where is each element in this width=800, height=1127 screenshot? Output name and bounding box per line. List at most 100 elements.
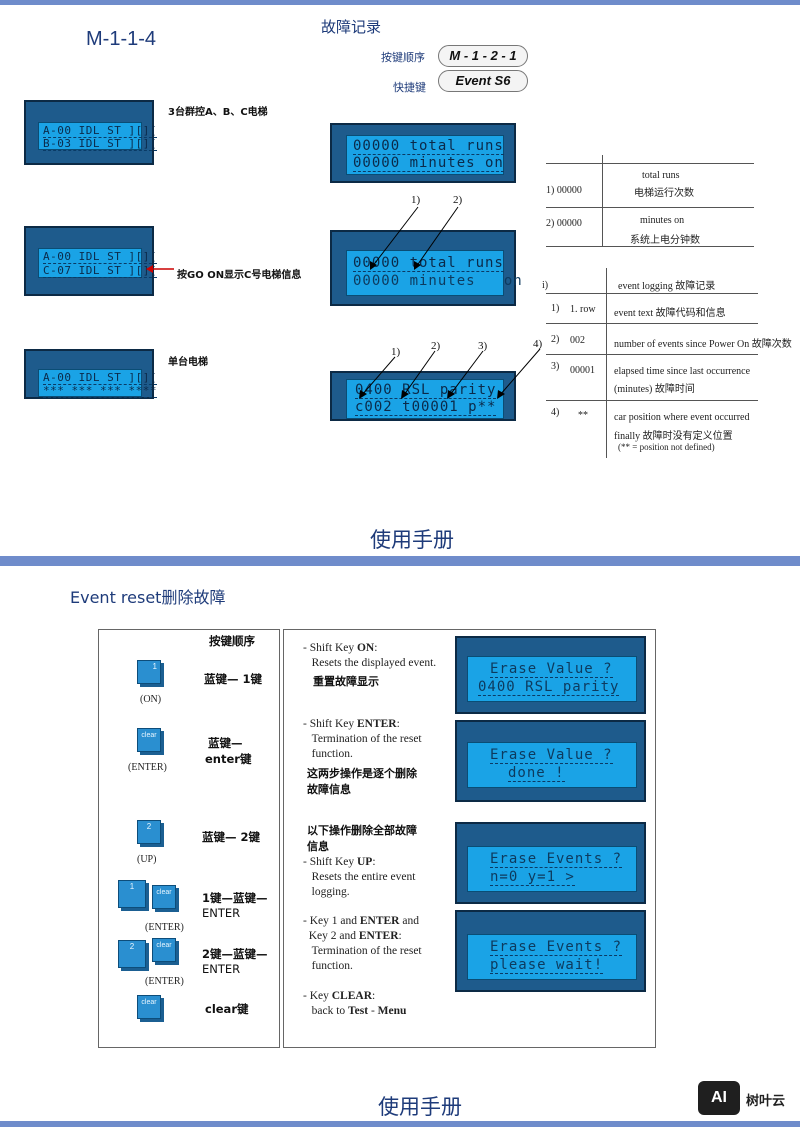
t1-row1-cn: 电梯运行次数	[634, 188, 694, 199]
lcd-line-2: *** *** *** ****	[43, 384, 157, 398]
desc-2-cn2: 故障信息	[307, 783, 351, 796]
lcd-line-2: B-03 IDL ST ][][	[43, 137, 157, 151]
lcd-line-1: A-00 IDL ST ][][	[43, 371, 157, 385]
lcd-erase-value: Erase Value ? 0400 RSL parity	[455, 636, 646, 714]
top-border	[0, 0, 800, 5]
t2-r3-d2: (minutes) 故障时间	[614, 384, 695, 395]
clear-key[interactable]: clear	[152, 938, 176, 962]
t2-r4-n: 4)	[551, 407, 560, 418]
single-label: 单台电梯	[168, 357, 208, 368]
key-order-pill: M - 1 - 2 - 1	[438, 45, 528, 67]
brand-name: 树叶云	[746, 1094, 786, 1109]
blue-key[interactable]: 1	[137, 660, 161, 684]
desc-3-cn1: 以下操作删除全部故障	[307, 824, 417, 837]
lcd-line-1: Erase Value ?	[490, 747, 613, 764]
lcd-line-2: 00000 minutes on	[353, 273, 523, 289]
lcd-line-2: done !	[508, 765, 565, 782]
t2-r1-d: event text 故障代码和信息	[614, 308, 726, 319]
lcd-event: 0400 RSL parity c002 t00001 p**	[330, 371, 516, 421]
key-on-label: (ON)	[140, 694, 162, 705]
lcd-go-on: A-00 IDL ST ][][ C-07 IDL ST ][][	[24, 226, 157, 296]
t2-r2-n: 2)	[551, 334, 560, 345]
lcd-line-1: A-00 IDL ST ][][	[43, 250, 157, 264]
lcd-line-1: Erase Value ?	[490, 661, 613, 678]
shortcut-pill: Event S6	[438, 70, 528, 92]
lcd-line-1: Erase Events ?	[490, 851, 623, 868]
lcd-screen: 0400 RSL parity c002 t00001 p**	[346, 379, 504, 419]
lcd-line-1: Erase Events ?	[490, 939, 623, 956]
lcd-line-2: 00000 minutes on	[353, 155, 504, 172]
lcd-line-2: 0400 RSL parity	[478, 679, 620, 696]
key-enter-label: (ENTER)	[145, 922, 184, 933]
step-3-label: 蓝键— 2键	[202, 830, 261, 844]
group-label: 3台群控A、B、C电梯	[168, 107, 268, 118]
lcd-line-1: A-00 IDL ST ][][	[43, 124, 157, 138]
t2-r3-v: 00001	[570, 365, 595, 376]
key-1[interactable]: 1	[118, 880, 146, 908]
t1-row2-cn: 系统上电分钟数	[630, 235, 700, 246]
up-key[interactable]: 2	[137, 820, 161, 844]
t2-r1-n: 1)	[551, 303, 560, 314]
lcd-line-2: C-07 IDL ST ][][	[43, 264, 157, 278]
key-enter-label: (ENTER)	[145, 976, 184, 987]
lcd-screen: Erase Value ? 0400 RSL parity	[467, 656, 637, 702]
lcd-screen: A-00 IDL ST ][][ B-03 IDL ST ][][	[38, 122, 157, 151]
t2-r4-d2: finally 故障时没有定义位置	[614, 431, 733, 442]
shortcut-label: 快捷键	[393, 81, 426, 94]
t2-r4-d: car position where event occurred	[614, 412, 750, 423]
desc-1-cn: 重置故障显示	[313, 675, 379, 688]
key-order-label: 按键顺序	[381, 51, 425, 64]
lcd-erase-events: Erase Events ? n=0 y=1 >	[455, 822, 646, 904]
desc-1: - Shift Key ON: Resets the displayed eve…	[303, 642, 437, 669]
callout-arrows	[370, 206, 459, 270]
callout-2: 2)	[453, 194, 463, 206]
t1-row2-en: minutes on	[640, 215, 685, 226]
lcd-total-runs: 00000 total runs 00000 minutes on	[330, 123, 516, 183]
steps-header: 按键顺序	[209, 634, 255, 648]
desc-5: - Key CLEAR: back to Test - Menu	[303, 990, 407, 1017]
step-6-label: clear键	[205, 1002, 249, 1016]
desc-2-cn1: 这两步操作是逐个删除	[307, 767, 417, 780]
callout-b2: 2)	[431, 340, 441, 352]
step-2-label2: enter键	[205, 752, 252, 766]
t2-r2-d: number of events since Power On 故障次数	[614, 339, 792, 350]
slide-divider	[0, 556, 800, 566]
menu-code: M-1-1-4	[86, 28, 157, 50]
bottom-title: Event reset删除故障	[70, 588, 226, 607]
bottom-footer: 使用手册	[378, 1095, 462, 1119]
lcd-erase-wait: Erase Events ? please wait!	[455, 910, 646, 992]
lcd-screen: A-00 IDL ST ][][ *** *** *** ****	[38, 369, 157, 398]
t2-r3-n: 3)	[551, 361, 560, 372]
t2-r4-d3: (** = position not defined)	[618, 442, 715, 452]
desc-4: - Key 1 and ENTER and Key 2 and ENTER: T…	[303, 915, 422, 972]
t2-r3-d: elapsed time since last occurrence	[614, 366, 751, 377]
t1-row1-en: total runs	[642, 170, 680, 181]
lcd-screen: Erase Events ? n=0 y=1 >	[467, 846, 637, 892]
brand-logo-icon: AI	[698, 1081, 740, 1115]
lcd-line-2: c002 t00001 p**	[355, 399, 497, 416]
desc-3: - Shift Key UP: Resets the entire event …	[303, 856, 416, 898]
lcd-total-runs-annotated: 00000 total runs 00000 minutes on	[330, 230, 522, 306]
lcd-screen: 00000 total runs 00000 minutes on	[346, 135, 504, 175]
t1-row1-num: 1) 00000	[546, 185, 582, 196]
callout-arrows-b	[359, 348, 541, 399]
t2-r4-v: **	[578, 410, 588, 421]
callout-b4: 4)	[533, 338, 543, 350]
t2-r2-v: 002	[570, 335, 585, 346]
step-4-label2: ENTER	[202, 906, 241, 920]
steps-box	[98, 629, 280, 1048]
lcd-line-2: n=0 y=1 >	[490, 869, 575, 886]
clear-key[interactable]: clear	[137, 728, 161, 752]
key-enter-label: (ENTER)	[128, 762, 167, 773]
top-footer: 使用手册	[370, 528, 454, 552]
clear-key[interactable]: clear	[152, 885, 176, 909]
lcd-single: A-00 IDL ST ][][ *** *** *** ****	[24, 349, 157, 399]
desc-box	[283, 629, 656, 1048]
lcd-screen: 00000 total runs 00000 minutes on	[346, 250, 522, 296]
callout-1: 1)	[411, 194, 421, 206]
t2-head: event logging 故障记录	[618, 281, 716, 292]
arrow-icon	[146, 265, 174, 273]
step-1-label: 蓝键— 1键	[204, 672, 263, 686]
key-2[interactable]: 2	[118, 940, 146, 968]
clear-key[interactable]: clear	[137, 995, 161, 1019]
